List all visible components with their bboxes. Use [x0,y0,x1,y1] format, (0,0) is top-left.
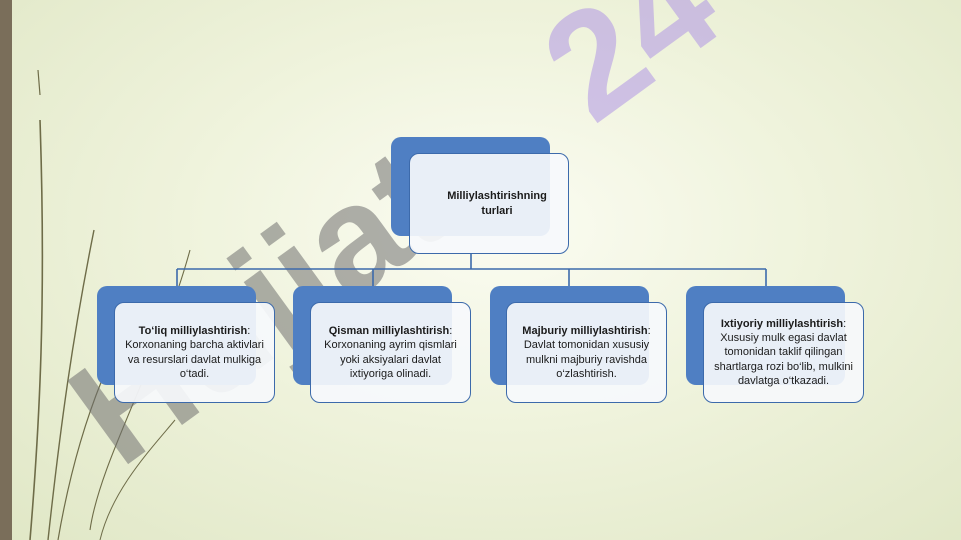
child-node-3-sep: : [647,324,651,337]
child-node-2-term: Qisman milliylashtirish [328,324,450,337]
child-node-3-box: Majburiy milliylashtirish: Davlat tomoni… [506,302,667,403]
child-node-4-sep: : [843,317,847,330]
child-node-1-box: To‘liq milliylashtirish: Korxonaning bar… [114,302,275,403]
root-node-label: Milliylashtirishning turlari [447,190,547,217]
child-node-1-desc: Korxonaning barcha aktivlari va resursla… [125,339,264,380]
child-node-3-term: Majburiy milliylashtirish [522,324,648,337]
left-accent-bar [0,0,12,540]
child-node-1-term: To‘liq milliylashtirish [138,324,248,337]
child-node-2-sep: : [449,324,453,337]
child-node-4-desc: Xususiy mulk egasi davlat tomonidan takl… [714,332,853,387]
child-node-4-box: Ixtiyoriy milliylashtirish: Xususiy mulk… [703,302,864,403]
child-node-1-sep: : [247,324,251,337]
child-node-2-desc: Korxonaning ayrim qismlari yoki aksiyala… [324,339,457,380]
child-node-3-desc: Davlat tomonidan xususiy mulkni majburiy… [523,339,650,380]
root-node-box: Milliylashtirishning turlari [409,153,569,254]
child-node-2-box: Qisman milliylashtirish: Korxonaning ayr… [310,302,471,403]
child-node-4-term: Ixtiyoriy milliylashtirish [720,317,844,330]
